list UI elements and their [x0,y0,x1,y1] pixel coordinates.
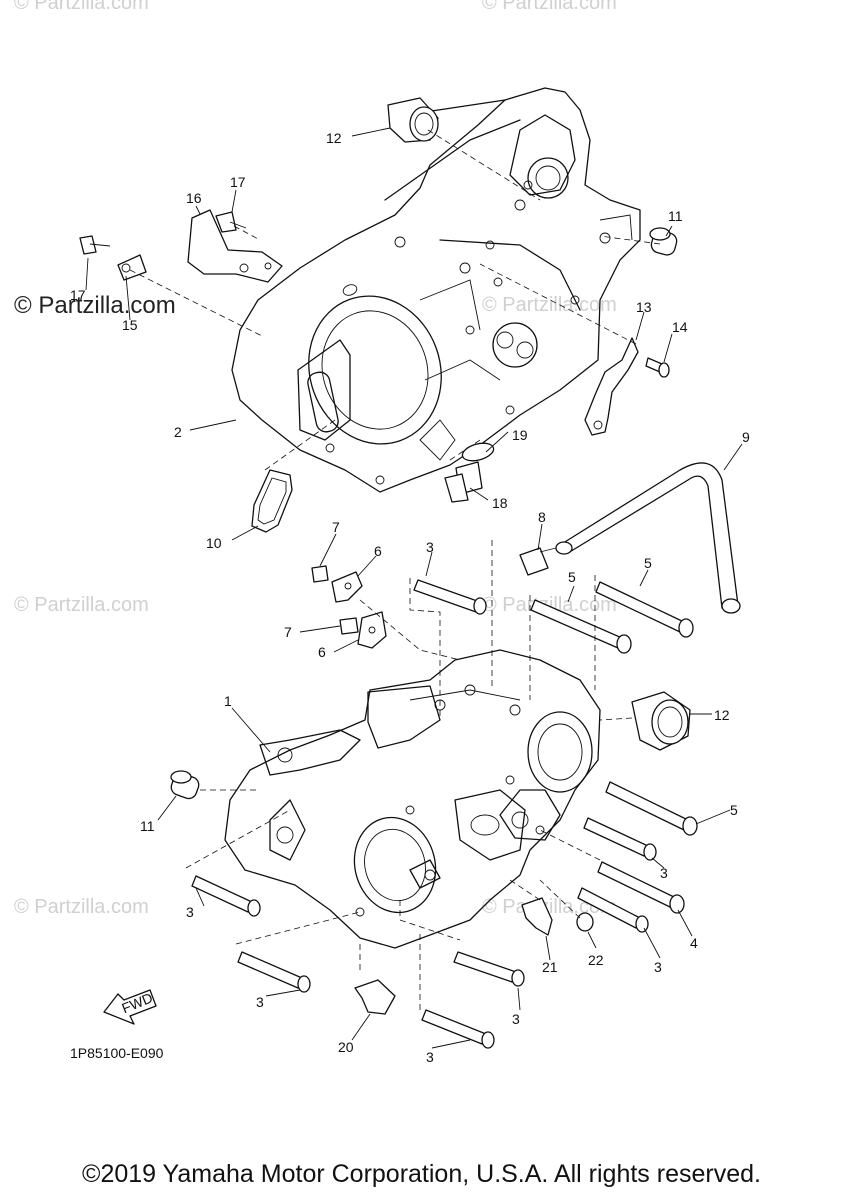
callout: 11 [668,208,683,224]
callout: 22 [588,952,604,968]
brand-watermark: © Partzilla.com [14,292,176,319]
callout: 16 [186,190,202,206]
watermark: © Partzilla.com [482,0,617,14]
watermark: © Partzilla.com [14,594,149,616]
drain-bolt-18 [444,461,483,503]
washer-15 [117,254,147,281]
callout: 5 [730,802,738,818]
callout: 13 [636,299,652,315]
callout: 14 [672,319,688,335]
screw-7-upper [311,565,329,583]
callout: 1 [224,693,232,709]
watermark: © Partzilla.com [482,896,617,918]
plate-16 [187,209,283,283]
callout: 9 [742,429,750,445]
callout: 21 [542,959,558,975]
callout: 10 [206,535,222,551]
fwd-arrow: FWD [103,989,157,1025]
callout: 7 [284,624,292,640]
lower-crankcase [224,649,601,949]
hose-9 [559,462,739,609]
callout: 8 [538,509,546,525]
callout: 5 [568,569,576,585]
bracket-13 [584,337,639,436]
callout: 18 [492,495,508,511]
callout: 19 [512,427,528,443]
callout: 6 [318,644,326,660]
upper-crankcase [231,87,641,493]
callout: 12 [714,707,730,723]
copyright-footer: ©2019 Yamaha Motor Corporation, U.S.A. A… [82,1160,761,1188]
alignment-lines [129,129,661,1010]
bolt-14 [645,357,670,378]
bolt-17-upper [215,211,247,233]
diagram-code: 1P85100-E090 [70,1045,164,1061]
callout: 20 [338,1039,354,1055]
screw-7-lower [339,617,359,635]
callout: 6 [374,543,382,559]
watermark: © Partzilla.com [482,294,617,316]
callout: 17 [230,174,246,190]
watermark: © Partzilla.com [482,594,617,616]
callout: 17 [70,287,86,303]
callout: 2 [174,424,182,440]
dowel-11-upper [649,227,678,256]
callout: 3 [654,959,662,975]
watermark: © Partzilla.com [14,0,149,14]
callout: 3 [512,1011,520,1027]
callout: 11 [140,818,155,834]
callout: 15 [122,317,138,333]
clip-21 [521,897,553,936]
callout: 7 [332,519,340,535]
callout: 3 [426,539,434,555]
plate-6-upper [331,571,363,603]
dowel-11-lower [170,770,200,800]
callout: 4 [690,935,698,951]
watermark: © Partzilla.com [14,896,149,918]
bolt-17-left [79,235,111,255]
gasket-19 [461,442,495,462]
oring-10 [251,469,293,533]
callout: 3 [256,994,264,1010]
collar-22 [576,912,594,932]
callout: 3 [426,1049,434,1065]
bolt-group [191,579,698,1049]
bushing-12-lower [631,691,691,751]
callout: 12 [326,130,342,146]
plate-6-lower [357,611,387,649]
callout: 3 [660,865,668,881]
leader-lines [85,127,743,1049]
fitting-8 [519,547,557,576]
bracket-20 [354,979,396,1015]
callout: 5 [644,555,652,571]
callout: 3 [186,904,194,920]
bushing-12-upper [387,97,439,143]
callout-numbers: 12 17 16 17 15 11 13 14 2 19 18 10 9 7 6… [70,130,750,1065]
